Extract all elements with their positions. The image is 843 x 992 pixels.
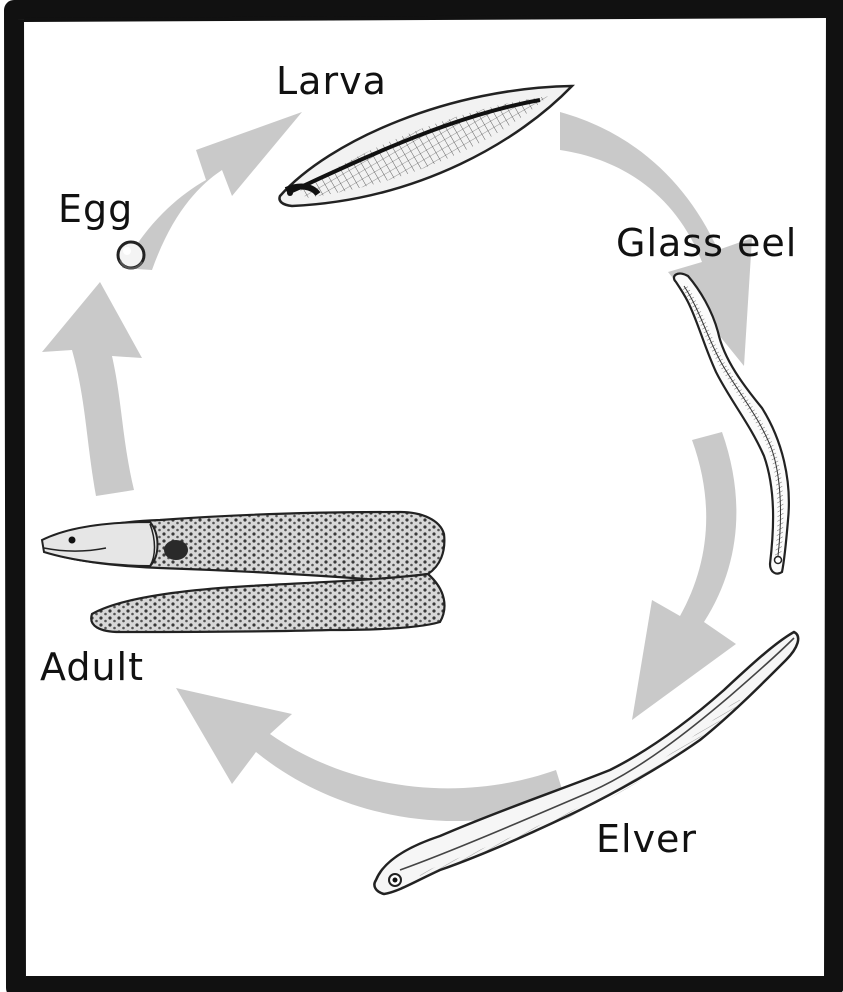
- label-larva: Larva: [276, 59, 387, 103]
- label-egg: Egg: [58, 187, 133, 231]
- label-adult: Adult: [40, 645, 144, 689]
- label-glass-eel: Glass eel: [616, 221, 797, 265]
- label-elver: Elver: [596, 817, 697, 861]
- egg-illustration: [118, 242, 144, 268]
